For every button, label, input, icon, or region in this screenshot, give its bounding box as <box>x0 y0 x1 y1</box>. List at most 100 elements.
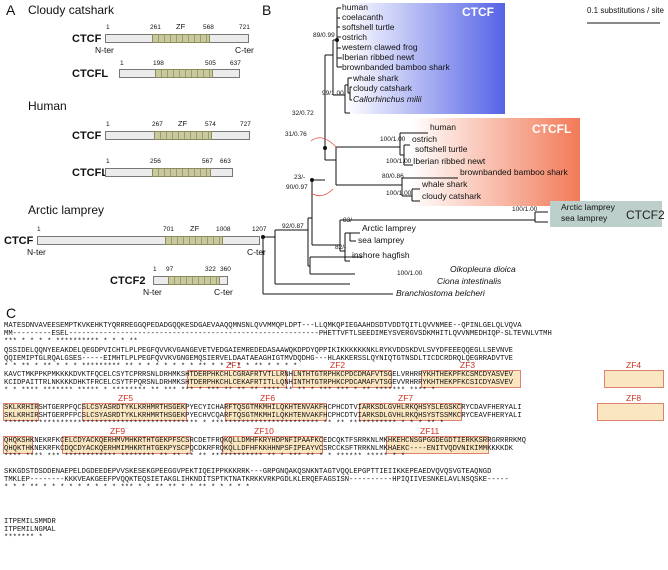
taxon-label: whale shark <box>422 179 468 189</box>
alignment-conservation: **** **** *** ************ ******** ** *… <box>4 453 406 461</box>
ctcf-protein-label: CTCF <box>4 235 34 247</box>
zf-highlight <box>359 403 462 421</box>
alignment-seq-2: TMKLEP--------KKKVEAKGEEFPVQQKTEQSIETAKG… <box>4 476 509 484</box>
taxon-label: human <box>342 2 368 12</box>
ctcfl-clade-label: CTCFL <box>532 122 572 136</box>
ctcf2-start-num: 1 <box>153 266 157 273</box>
support-value: 92/0.87 <box>282 223 304 230</box>
taxon-label: Ciona intestinalis <box>437 276 502 286</box>
taxon-label: softshell turtle <box>415 144 468 154</box>
zf-label: ZF6 <box>260 393 276 403</box>
alignment-seq-2: ITPEMILNGMAL <box>4 526 56 534</box>
zf-highlight <box>225 403 327 421</box>
ctcf-domain-bar <box>37 236 260 245</box>
ctcf-protein-label: CTCF <box>72 130 102 142</box>
ctcf-zf-label: ZF <box>178 119 188 128</box>
panel-c-letter: C <box>6 305 17 321</box>
ctcf-start-num: 1 <box>106 121 110 128</box>
zf-label: ZF2 <box>330 360 346 370</box>
ctcf2-zf-start-num: 97 <box>166 266 174 273</box>
alignment-seq-2: MM---------ESEL-------------------------… <box>4 330 552 338</box>
nterm-label: N-ter <box>27 247 46 257</box>
support-value: 83/- <box>343 217 355 224</box>
cterm-label: C-ter <box>247 247 266 257</box>
alignment-seq-2: KCIDPAITTRLNKKKKDHKTFRCELCSYTFPQRSNLDRHM… <box>4 379 513 387</box>
zf-label: ZF4 <box>626 360 642 370</box>
ctcfl-zf-start-num: 256 <box>150 158 161 165</box>
ctcf-zf-start-num: 261 <box>150 24 161 31</box>
ctcf-zf-end-num: 574 <box>205 121 216 128</box>
ctcf-zf-end-num: 568 <box>203 24 214 31</box>
alignment-seq-2: QQIEMIPTGLRQALGSES-----EIMHTLPLPEGFQVVKV… <box>4 355 513 363</box>
support-value: 100/1.00 <box>380 136 406 143</box>
ctcf-zf-domain <box>165 236 223 245</box>
ctcf2-zf-end-num: 322 <box>205 266 216 273</box>
taxon-label: Oikopleura dioica <box>450 264 516 274</box>
ctcf-end-num: 1207 <box>252 226 267 233</box>
taxon-label: Iberian ribbed newt <box>342 52 415 62</box>
support-value: 99/1.00 <box>322 90 344 97</box>
ctcf-zf-start-num: 267 <box>152 121 163 128</box>
alignment-seq-1: KAVCTMKPPKPMKKKKDVKTFQCELCSYTCPRRSNLDRHM… <box>4 371 513 379</box>
taxon-label: Arctic lamprey <box>561 202 615 212</box>
ctcfl-zf-end-num: 505 <box>205 60 216 67</box>
taxon-label: Iberian ribbed newt <box>413 156 486 166</box>
zf-highlight <box>3 436 33 454</box>
taxon-label: brownbanded bamboo shark <box>342 62 450 72</box>
taxon-label: coelacanth <box>342 12 384 22</box>
species-title-catshark: Cloudy catshark <box>28 3 115 17</box>
alignment-conservation: ******* * <box>4 534 43 542</box>
zf-highlight <box>82 403 187 421</box>
support-value: 31/0.76 <box>285 131 307 138</box>
support-value: 100/1.00 <box>386 190 412 197</box>
alignment-conservation: *** * * * * ********** * * * ** <box>4 338 138 346</box>
species-title-lamprey: Arctic lamprey <box>28 203 105 217</box>
zf-highlight <box>597 403 664 421</box>
ctcf-protein-label: CTCF <box>72 33 102 45</box>
taxon-label: whale shark <box>353 73 399 83</box>
ctcf2-clade-band <box>550 201 662 227</box>
panel-a-letter: A <box>6 2 16 18</box>
alignment-conservation: * * * ** * * * * * * * * * *** * * ** **… <box>4 484 250 492</box>
ctcf-zf-label: ZF <box>176 22 186 31</box>
ctcf2-protein-label: CTCF2 <box>110 275 146 287</box>
taxon-label: western clawed frog <box>342 42 418 52</box>
taxon-label: cloudy catshark <box>353 83 413 93</box>
ctcfl-zf-start-num: 198 <box>153 60 164 67</box>
ctcfl-start-num: 1 <box>106 158 110 165</box>
cterm-label: C-ter <box>235 45 254 55</box>
scale-bar-label: 0.1 substitutions / site <box>587 6 664 15</box>
ctcf-zf-domain <box>152 34 210 43</box>
ctcfl-zf-domain <box>152 168 211 177</box>
zf-highlight <box>3 403 39 421</box>
alignment-seq-2: SKLKRHIRSHTGERPFPCSLCSYASRDTYKLKRHMRTHSG… <box>4 412 522 420</box>
alignment-seq-1: ITPEMILSMMDR <box>4 518 56 526</box>
zf-highlight <box>187 370 287 388</box>
support-value: 32/0.72 <box>292 110 314 117</box>
taxon-label: brownbanded bamboo shark <box>460 167 568 177</box>
ctcf2-end-num: 360 <box>220 266 231 273</box>
cterm-label: C-ter <box>214 287 233 297</box>
species-title-human: Human <box>28 99 67 113</box>
ctcf-end-num: 727 <box>240 121 251 128</box>
panel-b-letter: B <box>262 2 272 18</box>
support-value: 23/- <box>294 174 306 181</box>
zf-label: ZF8 <box>626 393 642 403</box>
ctcfl-protein-label: CTCFL <box>72 167 109 179</box>
ctcf2-zf-domain <box>168 276 220 285</box>
zf-label: ZF3 <box>460 360 476 370</box>
ctcf-zf-domain <box>154 131 212 140</box>
zf-label: ZF1 <box>226 360 242 370</box>
alignment-seq-1: QHQKSHKNEKRFKCELCDYACKQERHMVMHKRTHTGEKPF… <box>4 437 526 445</box>
ctcf-clade-label: CTCF <box>462 5 494 19</box>
alignment-seq-1: QSSIDELQQNYEEAKDELQEGDPVICHTLPLPEGFQVVKV… <box>4 347 513 355</box>
ctcfl-zf-domain <box>155 69 213 78</box>
ctcfl-end-num: 663 <box>220 158 231 165</box>
zf-label: ZF11 <box>420 426 440 436</box>
zf-highlight <box>386 436 489 454</box>
taxon-label: ostrich <box>412 134 438 144</box>
zf-highlight <box>421 370 521 388</box>
ctcf-clade-band <box>345 3 505 114</box>
ctcf-start-num: 1 <box>37 226 41 233</box>
taxon-label: softshell turtle <box>342 22 395 32</box>
